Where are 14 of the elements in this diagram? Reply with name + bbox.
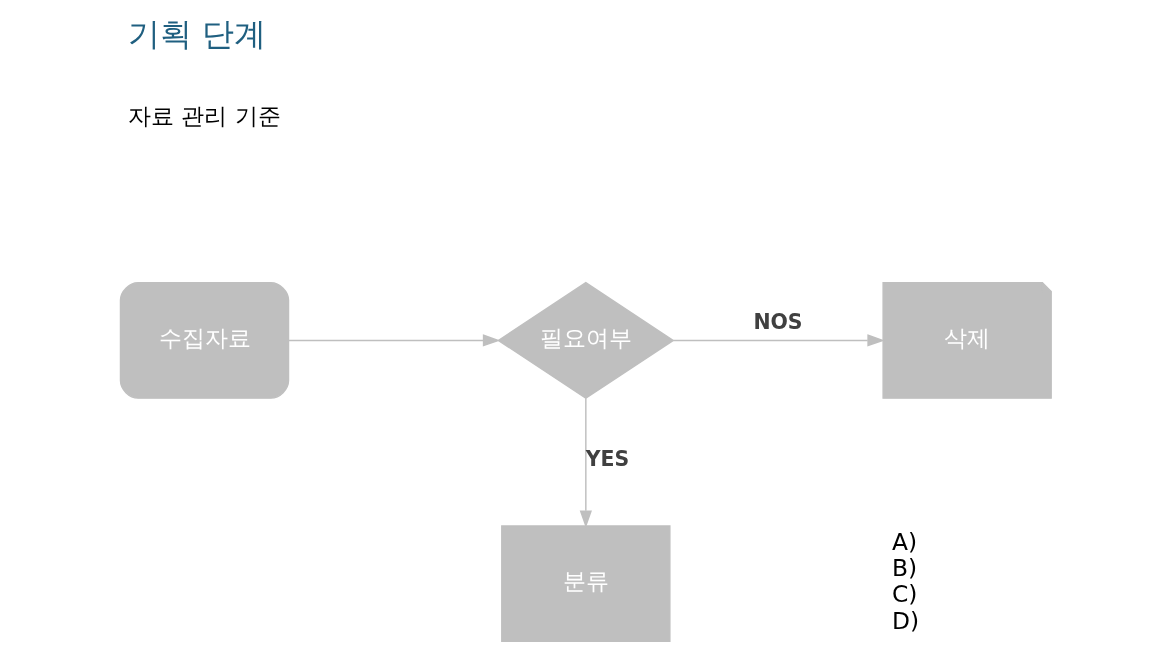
node-box: 분류 [501, 525, 671, 643]
label: B) [891, 554, 918, 583]
edge-label: YES [585, 446, 630, 471]
edge-label: NOS [753, 310, 803, 335]
label: D) [891, 606, 920, 635]
label: 자료 관리 기준 [128, 101, 281, 130]
node-box: 수집자료 [119, 281, 290, 399]
diagram-title: 기획 단계 [128, 15, 267, 54]
label: A) [891, 527, 917, 556]
arrow [287, 334, 501, 347]
arrow [579, 397, 592, 528]
label: C) [891, 580, 918, 609]
arrow [672, 334, 885, 347]
node-diamond: 필요여부 [497, 281, 675, 399]
